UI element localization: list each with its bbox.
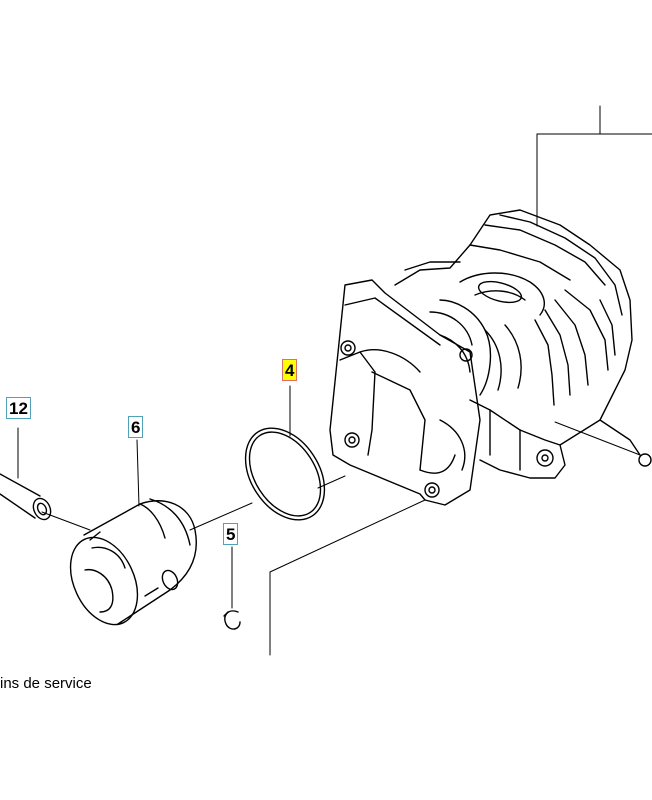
axis-line-right xyxy=(554,421,641,456)
callout-6-leader xyxy=(136,439,140,507)
axis-line-cylinder xyxy=(317,475,346,489)
piston-ring-part xyxy=(244,427,326,521)
axis-line-ring xyxy=(189,502,253,531)
piston-part xyxy=(69,498,197,626)
axis-line-pin xyxy=(41,511,91,531)
cylinder-bracket-line xyxy=(536,105,601,227)
callout-5-label[interactable]: 5 xyxy=(223,523,239,545)
bottom-bracket-line xyxy=(269,499,426,656)
callout-4-label[interactable]: 4 xyxy=(282,359,298,381)
callout-12-label[interactable]: 12 xyxy=(6,397,31,419)
piston-pin-part xyxy=(0,473,52,521)
leader-lines xyxy=(17,105,652,656)
caption-text: ins de service xyxy=(0,675,92,692)
cylinder-part xyxy=(329,209,652,506)
callout-6-label[interactable]: 6 xyxy=(128,416,144,438)
circlip-part xyxy=(223,610,241,630)
